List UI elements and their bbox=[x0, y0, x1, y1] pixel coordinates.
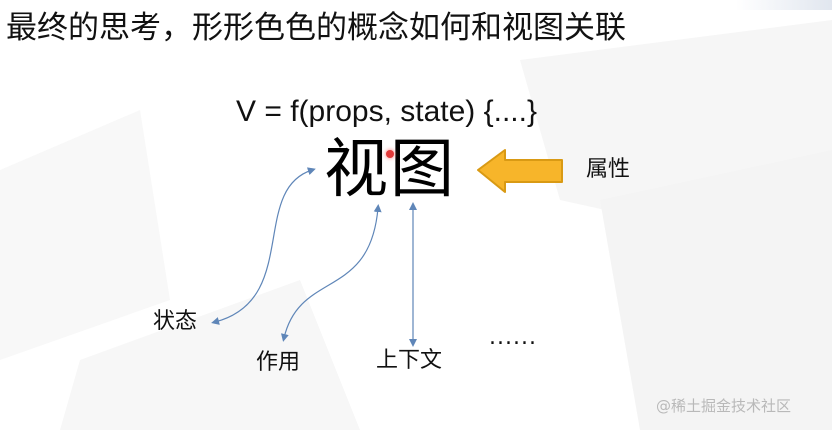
effect-label: 作用 bbox=[256, 350, 301, 375]
laser-pointer-dot bbox=[386, 150, 394, 158]
state-label: 状态 bbox=[153, 309, 198, 334]
corner-badge bbox=[736, 0, 832, 10]
more-ellipsis: ...... bbox=[489, 325, 537, 350]
props-label: 属性 bbox=[586, 157, 631, 182]
view-formula: V = f(props, state) {....} bbox=[236, 95, 537, 128]
state-connector bbox=[211, 167, 316, 325]
context-label: 上下文 bbox=[376, 348, 443, 373]
props-arrow bbox=[477, 149, 563, 193]
view-label: 视图 bbox=[324, 133, 456, 207]
effect-connector bbox=[281, 204, 382, 342]
slide-title: 最终的思考，形形色色的概念如何和视图关联 bbox=[6, 10, 626, 46]
watermark: @稀土掘金技术社区 bbox=[656, 397, 792, 415]
